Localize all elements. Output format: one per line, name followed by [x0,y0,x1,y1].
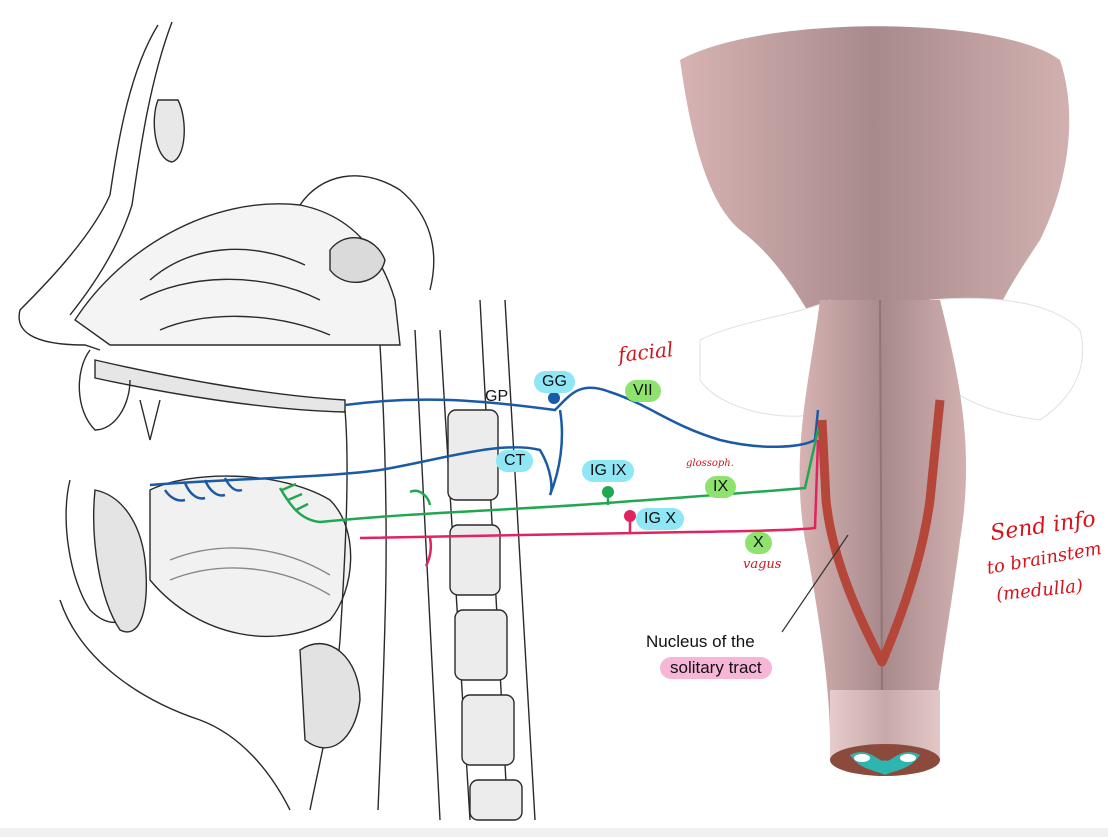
label-ct: CT [496,450,534,472]
label-nucleus-line1: Nucleus of the [646,632,755,651]
head-sagittal-illustration [18,21,536,821]
nucleus-pointer-line [781,534,849,633]
label-ig-x: IG X [636,508,685,530]
sphenoid-sinus [329,236,386,284]
brainstem-model [680,26,1084,776]
facial-nerve-path [149,386,820,502]
frontal-sinus [153,99,185,163]
label-nucleus-line2: solitary tract [660,657,772,679]
geniculate-ganglion [548,392,560,404]
nucleus-solitary-tract [817,399,945,667]
tongue [149,475,352,637]
label-vii: VII [625,380,661,402]
vagus-nerve-path [359,439,820,567]
label-x: X [745,532,772,554]
label-gp: GP [485,388,509,405]
glossopharyngeal-nerve-path [278,429,820,524]
label-ig-ix: IG IX [582,460,635,482]
nasal-cavity [74,203,401,346]
annotation-vagus: vagus [743,557,782,572]
label-ix: IX [705,476,737,498]
mandible [93,489,147,633]
cerebellar-peduncle-right [929,297,1084,421]
annotation-glossoph: glossoph. [686,458,734,469]
bottom-bar [0,828,1108,837]
vertebrae [447,409,523,821]
label-gg: GG [534,371,575,393]
hard-palate [94,359,346,413]
